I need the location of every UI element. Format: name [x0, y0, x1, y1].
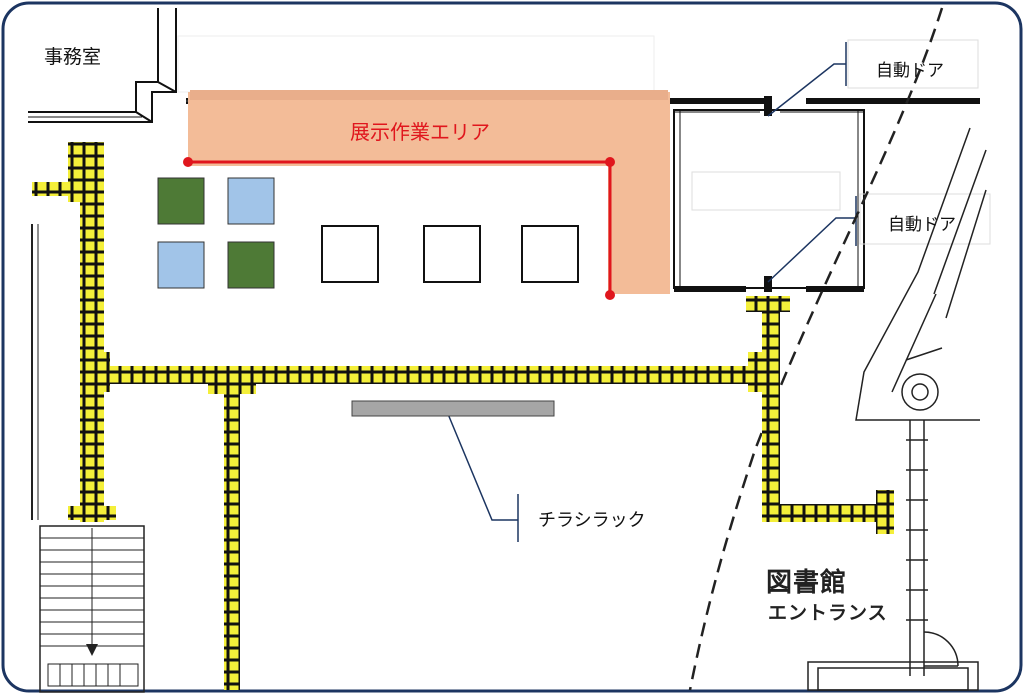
display-panel-blue [227, 177, 275, 225]
arrow-down-icon [86, 644, 98, 656]
office-walls [28, 8, 177, 123]
library-title: 図書館 [766, 568, 848, 598]
auto-door-1-label: 自動ドア [876, 61, 944, 81]
exhibit-area-label: 展示作業エリア [350, 120, 490, 144]
stairs-icon [39, 525, 145, 693]
office-label: 事務室 [44, 46, 102, 68]
auto-door-2-label: 自動ドア [888, 215, 956, 235]
exhibit-area-edge [190, 90, 668, 100]
display-panel-empty [423, 225, 481, 283]
library-entrance-label: エントランス [768, 602, 888, 624]
display-panel-green [227, 241, 275, 289]
left-wall [31, 224, 39, 520]
flyer-rack-label: チラシラック [538, 510, 646, 531]
vestibule-wall-right [806, 286, 864, 292]
display-panel-green [157, 177, 205, 225]
display-panel-blue [157, 241, 205, 289]
display-panel-empty [521, 225, 579, 283]
auto-door-1-label-box [847, 39, 979, 89]
boundary-point [183, 157, 193, 167]
auto-door-1-mark [764, 96, 772, 116]
boundary-point [605, 157, 615, 167]
auto-door-2-label-box [859, 193, 991, 245]
auto-door-2-mark [764, 276, 772, 292]
callout-lines [447, 42, 857, 542]
tactile-paving [32, 142, 894, 690]
vestibule-wall-left [674, 286, 746, 292]
flyer-rack [351, 400, 555, 417]
display-panel-empty [321, 225, 379, 283]
right-structure [807, 127, 987, 691]
boundary-point [605, 290, 615, 300]
